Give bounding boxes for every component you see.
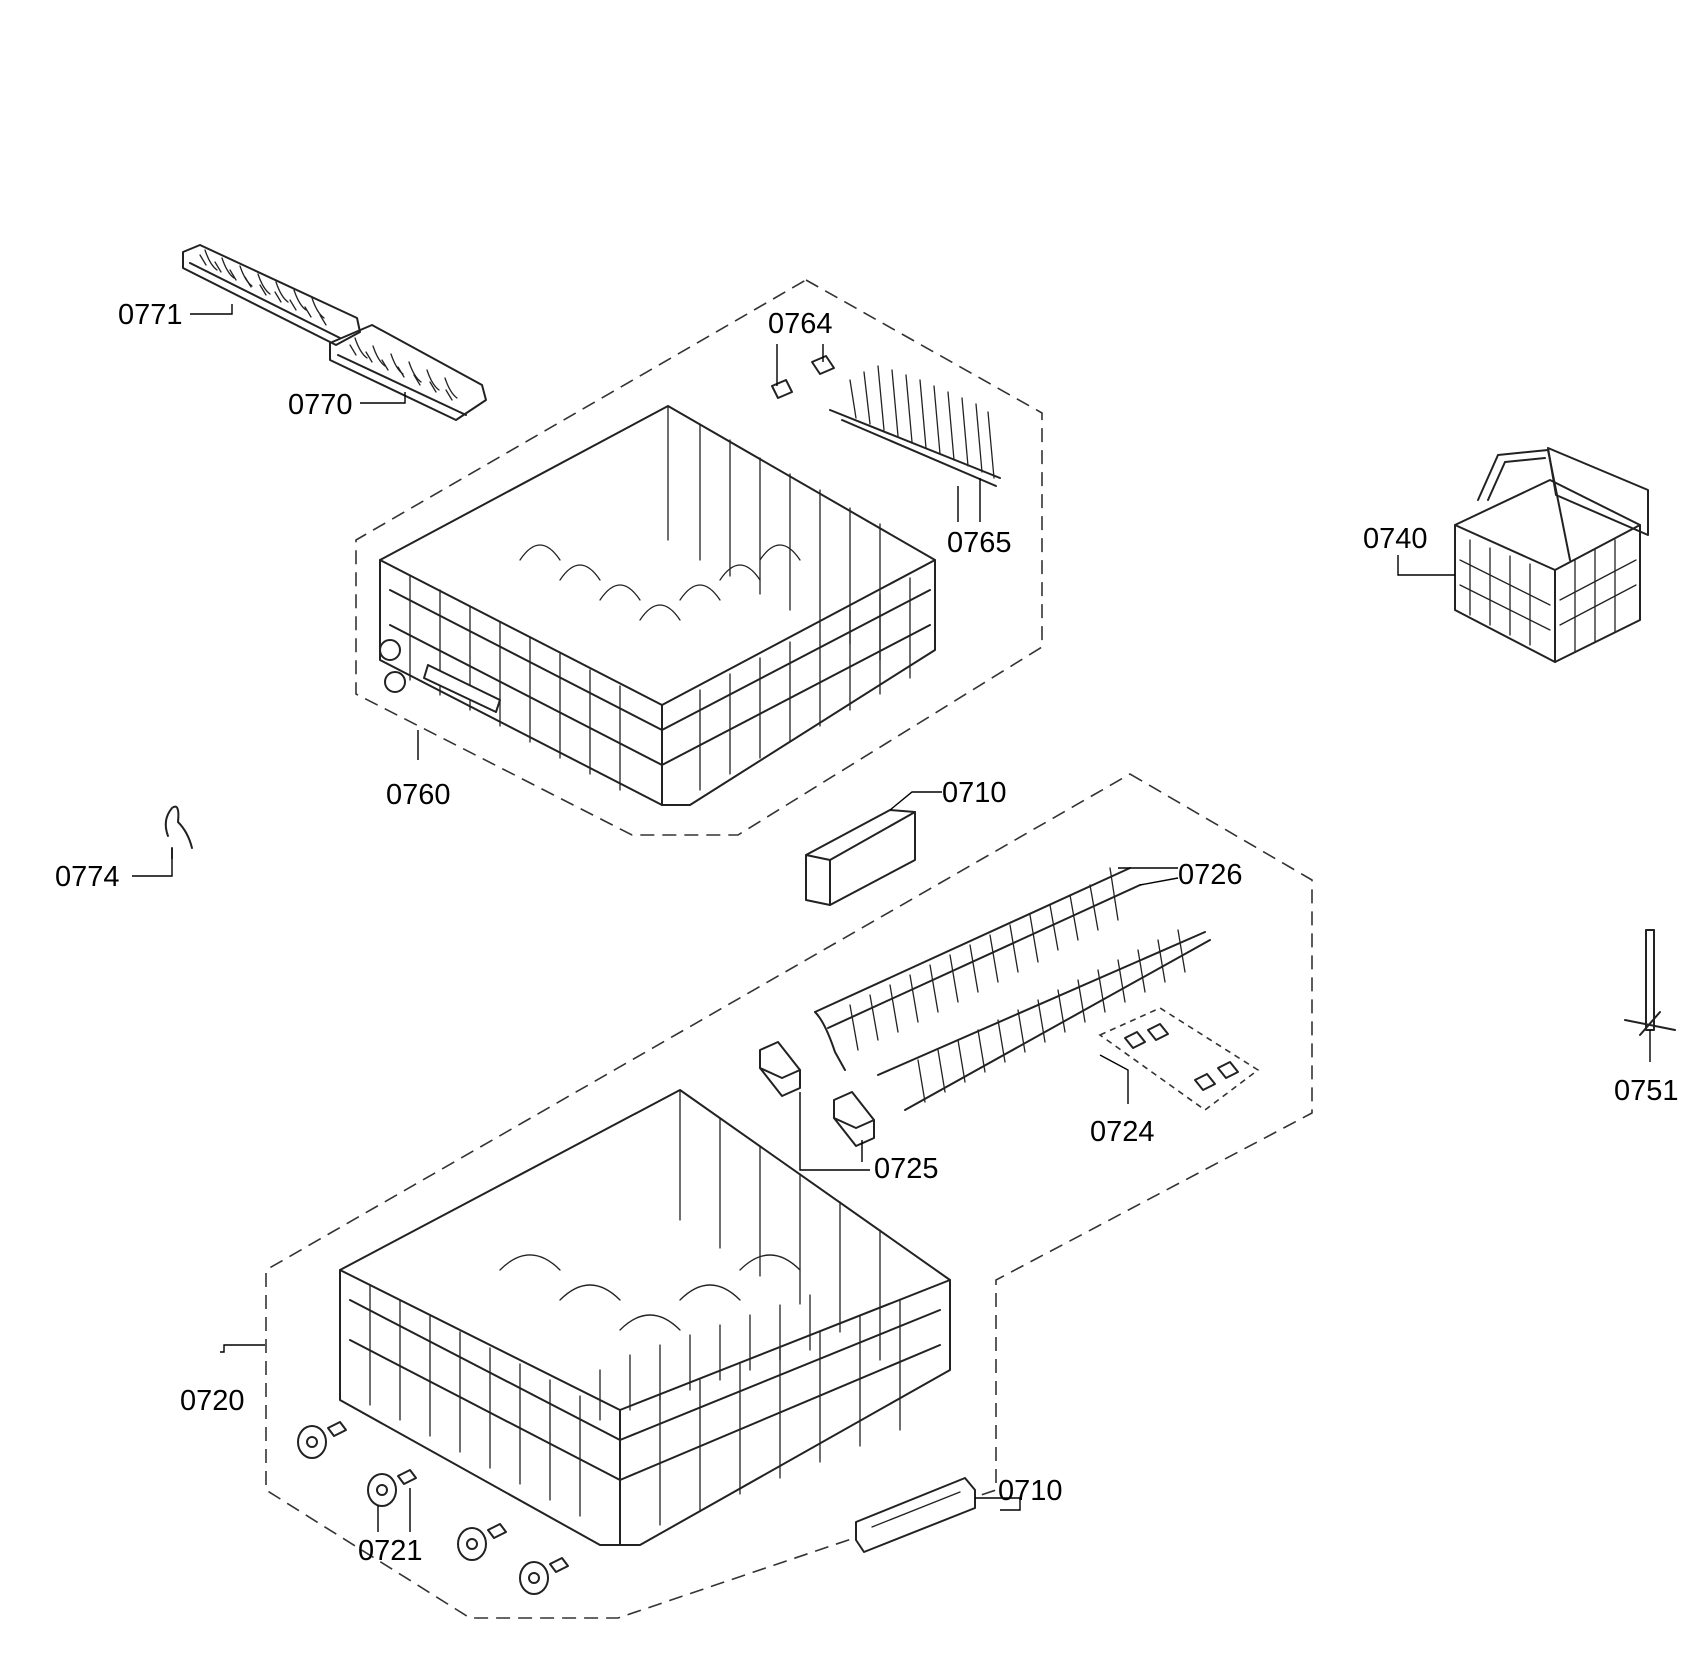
upper-basket-group-outline	[355, 279, 1043, 836]
label-strip-0710-upper-part	[805, 809, 916, 906]
label-0710-upper: 0710	[942, 777, 1007, 809]
label-0760: 0760	[386, 779, 451, 811]
label-strip-0710-lower-part	[855, 1477, 976, 1553]
tine-row-0771-part	[182, 244, 361, 346]
label-0764: 0764	[768, 308, 833, 340]
tine-row-0770-part	[329, 324, 487, 421]
label-0771: 0771	[118, 299, 183, 331]
cutlery-basket-0740-part	[1454, 447, 1649, 663]
hook-0774-part	[164, 805, 193, 859]
upper-basket-0760-part	[379, 405, 936, 806]
tine-rack-0765-part	[829, 365, 1001, 487]
label-0765: 0765	[947, 527, 1012, 559]
label-0770: 0770	[288, 389, 353, 421]
lower-basket-0720-part	[339, 1089, 951, 1546]
label-0720: 0720	[180, 1385, 245, 1417]
holder-0725-part	[759, 1041, 875, 1147]
label-0725: 0725	[874, 1153, 939, 1185]
leader-lines	[132, 304, 1651, 1532]
lower-basket-group-outline	[265, 773, 1313, 1619]
rod-0751-part	[1624, 929, 1676, 1036]
tine-rack-0726-part	[814, 867, 1211, 1111]
label-0721: 0721	[358, 1535, 423, 1567]
label-0724: 0724	[1090, 1116, 1155, 1148]
label-0710-lower: 0710	[998, 1475, 1063, 1507]
label-0751: 0751	[1614, 1075, 1679, 1107]
label-0740: 0740	[1363, 523, 1428, 555]
clip-0764-part	[771, 355, 835, 399]
label-0774: 0774	[55, 861, 120, 893]
label-0726: 0726	[1178, 859, 1243, 891]
clip-set-0724-part	[1098, 1007, 1260, 1111]
wheel-set-0721-part	[297, 1421, 569, 1595]
